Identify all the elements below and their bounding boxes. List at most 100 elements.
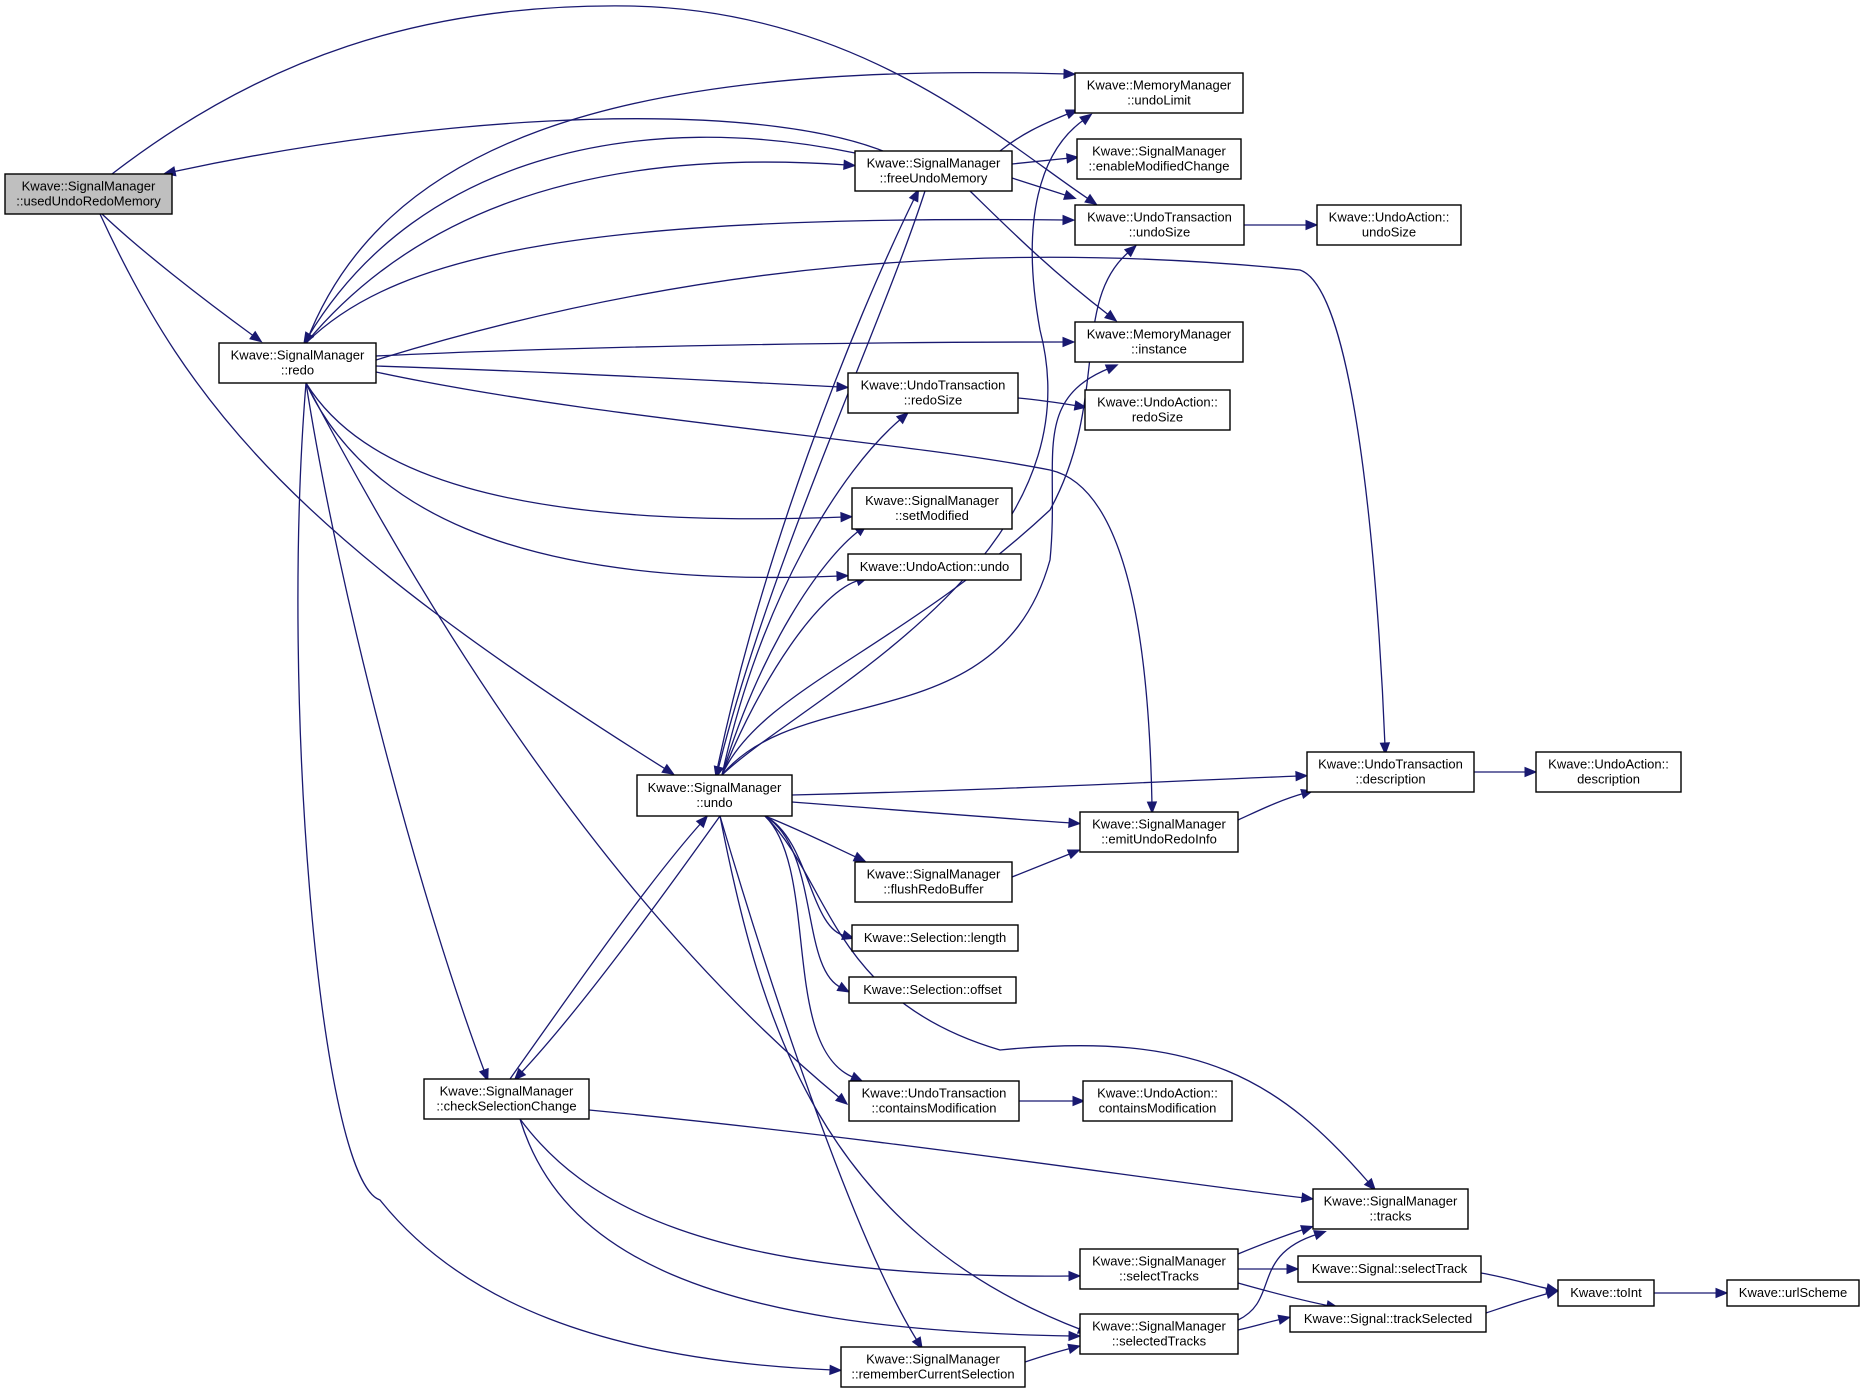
call-edge-signal_trackSelected-to-toInt — [1485, 1288, 1560, 1314]
node-box — [1084, 389, 1231, 431]
node-setModified[interactable]: Kwave::SignalManager::setModified — [851, 487, 1013, 530]
call-edge-ut_containsModification-to-ua_containsModification — [1019, 1095, 1086, 1107]
edge-line — [721, 367, 1111, 776]
edge-arrowhead — [1123, 244, 1138, 258]
node-label: Kwave::SignalManager — [867, 867, 1001, 882]
node-urlScheme[interactable]: Kwave::urlScheme — [1726, 1279, 1860, 1307]
node-selectTracks[interactable]: Kwave::SignalManager::selectTracks — [1079, 1248, 1239, 1290]
node-ua_redoSize[interactable]: Kwave::UndoAction::redoSize — [1084, 389, 1231, 431]
node-tracks[interactable]: Kwave::SignalManager::tracks — [1312, 1188, 1469, 1230]
call-edge-redo-to-ut_undoSize — [305, 214, 1076, 344]
node-label: ::freeUndoMemory — [880, 171, 988, 186]
call-edge-ut_undoSize-to-ua_undoSize — [1243, 219, 1319, 231]
node-signal_trackSelected[interactable]: Kwave::Signal::trackSelected — [1289, 1305, 1487, 1333]
node-label: undoSize — [1362, 225, 1416, 240]
node-rememberCurrentSelection[interactable]: Kwave::SignalManager::rememberCurrentSel… — [840, 1346, 1026, 1388]
node-box — [1082, 1080, 1233, 1122]
node-box — [1289, 1305, 1487, 1333]
node-ut_redoSize[interactable]: Kwave::UndoTransaction::redoSize — [847, 372, 1019, 414]
edge-arrowhead — [1300, 1225, 1314, 1236]
node-ut_description[interactable]: Kwave::UndoTransaction::description — [1306, 751, 1475, 793]
node-label: ::undoLimit — [1127, 93, 1191, 108]
edge-arrowhead — [1146, 801, 1158, 815]
edge-arrowhead — [1066, 849, 1081, 860]
edge-arrowhead — [895, 411, 910, 425]
node-sel_offset[interactable]: Kwave::Selection::offset — [848, 976, 1017, 1004]
call-edge-redo-to-setModified — [305, 382, 854, 523]
node-toInt[interactable]: Kwave::toInt — [1557, 1279, 1655, 1307]
node-label: Kwave::SignalManager — [22, 179, 156, 194]
edge-arrowhead — [1363, 1177, 1377, 1192]
edge-arrowhead — [1067, 1343, 1082, 1354]
edge-line — [764, 815, 859, 859]
call-edge-undo-to-ut_redoSize — [721, 411, 910, 776]
node-redo[interactable]: Kwave::SignalManager::redo — [218, 342, 377, 384]
node-undo[interactable]: Kwave::SignalManager::undo — [636, 774, 793, 817]
node-label: ::usedUndoRedoMemory — [16, 194, 161, 209]
edge-arrowhead — [841, 929, 855, 940]
node-enableModifiedChange[interactable]: Kwave::SignalManager::enableModifiedChan… — [1076, 138, 1242, 180]
node-ut_undoSize[interactable]: Kwave::UndoTransaction::undoSize — [1074, 204, 1245, 246]
node-ut_containsModification[interactable]: Kwave::UndoTransaction::containsModifica… — [848, 1080, 1020, 1122]
node-label: redoSize — [1132, 410, 1183, 425]
node-signal_selectTrack[interactable]: Kwave::Signal::selectTrack — [1297, 1255, 1482, 1283]
call-edge-usedUndoRedoMemory-to-ut_undoSize — [111, 5, 1098, 206]
edge-line — [1011, 852, 1073, 878]
node-box — [848, 1080, 1020, 1122]
node-box — [851, 487, 1013, 530]
node-label: containsModification — [1099, 1101, 1217, 1116]
edge-line — [375, 341, 1067, 357]
node-selectedTracks[interactable]: Kwave::SignalManager::selectedTracks — [1079, 1313, 1239, 1355]
edge-line — [721, 250, 1131, 776]
edge-line — [1237, 792, 1306, 821]
edge-line — [721, 529, 861, 776]
node-mm_instance[interactable]: Kwave::MemoryManager::instance — [1074, 321, 1244, 363]
edge-line — [1237, 1318, 1283, 1331]
edge-arrowhead — [1062, 214, 1076, 226]
node-box — [1074, 321, 1244, 363]
node-box — [840, 1346, 1026, 1388]
edge-arrowhead — [840, 511, 854, 523]
edge-line — [171, 118, 889, 173]
node-box — [848, 976, 1017, 1004]
edge-line — [305, 161, 848, 344]
node-emitUndoRedoInfo[interactable]: Kwave::SignalManager::emitUndoRedoInfo — [1079, 811, 1239, 853]
node-label: Kwave::Signal::trackSelected — [1304, 1311, 1472, 1326]
call-edge-freeUndoMemory-to-ut_undoSize — [1011, 177, 1077, 200]
node-box — [851, 924, 1019, 952]
node-checkSelectionChange[interactable]: Kwave::SignalManager::checkSelectionChan… — [423, 1078, 590, 1120]
edge-arrowhead — [249, 330, 263, 343]
edge-arrowhead — [303, 331, 315, 345]
edge-arrowhead — [1545, 1288, 1560, 1299]
edge-line — [509, 821, 703, 1080]
call-edge-redo-to-ut_containsModification — [305, 382, 849, 1105]
edge-arrowhead — [908, 188, 920, 203]
node-label: Kwave::Signal::selectTrack — [1312, 1261, 1468, 1276]
node-label: Kwave::Selection::offset — [863, 982, 1002, 997]
node-label: Kwave::UndoTransaction — [862, 1086, 1007, 1101]
node-label: description — [1577, 772, 1640, 787]
node-box — [1535, 751, 1682, 793]
node-sel_length[interactable]: Kwave::Selection::length — [851, 924, 1019, 952]
node-label: ::containsModification — [871, 1101, 996, 1116]
edge-arrowhead — [836, 381, 850, 393]
edge-arrowhead — [836, 570, 850, 582]
call-edge-ut_description-to-ua_description — [1474, 766, 1538, 778]
call-edge-freeUndoMemory-to-enableModifiedChange — [1011, 153, 1080, 165]
node-box — [1297, 1255, 1482, 1283]
call-edge-undo-to-tracks — [764, 815, 1377, 1192]
edge-arrowhead — [1305, 219, 1319, 231]
node-ua_description[interactable]: Kwave::UndoAction::description — [1535, 751, 1682, 793]
node-label: Kwave::SignalManager — [1092, 1319, 1226, 1334]
node-undoLimit[interactable]: Kwave::MemoryManager::undoLimit — [1074, 72, 1244, 114]
call-edge-undo-to-flushRedoBuffer — [764, 815, 867, 862]
node-usedUndoRedoMemory[interactable]: Kwave::SignalManager::usedUndoRedoMemory — [4, 173, 173, 215]
call-edge-redo-to-rememberCurrentSelection — [297, 382, 843, 1376]
edge-line — [1011, 157, 1071, 165]
node-ua_undo[interactable]: Kwave::UndoAction::undo — [847, 553, 1022, 581]
node-ua_containsModification[interactable]: Kwave::UndoAction::containsModification — [1082, 1080, 1233, 1122]
node-ua_undoSize[interactable]: Kwave::UndoAction::undoSize — [1316, 204, 1462, 246]
node-freeUndoMemory[interactable]: Kwave::SignalManager::freeUndoMemory — [854, 150, 1013, 192]
node-flushRedoBuffer[interactable]: Kwave::SignalManager::flushRedoBuffer — [854, 861, 1013, 903]
node-box — [847, 372, 1019, 414]
